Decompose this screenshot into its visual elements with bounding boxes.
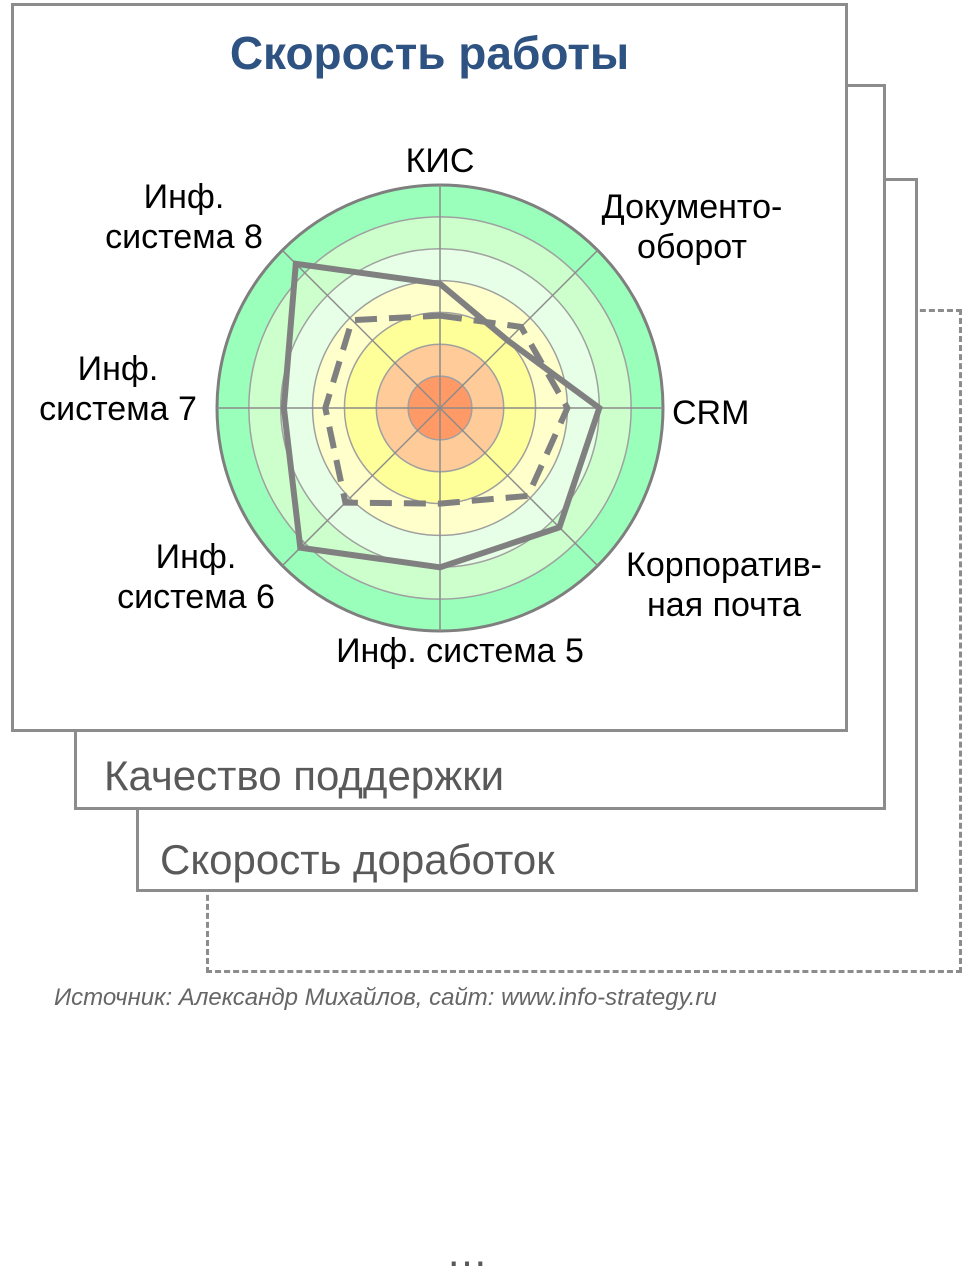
axis-label-2-line-2: оборот	[637, 228, 747, 266]
card-more-label: …	[446, 1228, 488, 1275]
axis-label-4-line-2: ная почта	[647, 586, 801, 624]
axis-label-8-line-1: Инф.	[144, 178, 225, 216]
axis-label-6: Инф.система 6	[117, 538, 275, 616]
axis-label-7: Инф.система 7	[39, 350, 197, 428]
radar-spoke-4	[439, 407, 599, 567]
radar-spoke-8	[281, 249, 441, 409]
axis-label-1: КИС	[406, 142, 475, 180]
axis-label-8-line-2: система 8	[105, 218, 263, 256]
axis-label-8: Инф.система 8	[105, 178, 263, 256]
axis-label-3: CRM	[672, 394, 749, 432]
radar-series-solid	[280, 260, 603, 571]
radar-spoke-6	[281, 407, 441, 567]
axis-label-3-line-1: CRM	[672, 394, 749, 432]
axis-label-2: Документо-оборот	[602, 188, 783, 266]
axis-label-7-line-2: система 7	[39, 390, 197, 428]
radar-series-dashed	[322, 312, 571, 507]
source-caption: Источник: Александр Михайлов, сайт: www.…	[54, 984, 717, 1011]
chart-title: Скорость работы	[229, 27, 630, 79]
axis-label-5: Инф. система 5	[336, 632, 584, 670]
axis-label-1-line-1: КИС	[406, 142, 475, 180]
axis-label-7-line-1: Инф.	[78, 350, 159, 388]
card-support-quality-label: Качество поддержки	[104, 752, 505, 799]
axis-label-5-line-1: Инф. система 5	[336, 632, 584, 670]
axis-label-4-line-1: Корпоратив-	[626, 546, 822, 584]
axis-label-2-line-1: Документо-	[602, 188, 783, 226]
axis-label-4: Корпоратив-ная почта	[626, 546, 822, 624]
card-development-speed-label: Скорость доработок	[160, 836, 555, 883]
axis-label-6-line-2: система 6	[117, 578, 275, 616]
axis-label-6-line-1: Инф.	[156, 538, 237, 576]
